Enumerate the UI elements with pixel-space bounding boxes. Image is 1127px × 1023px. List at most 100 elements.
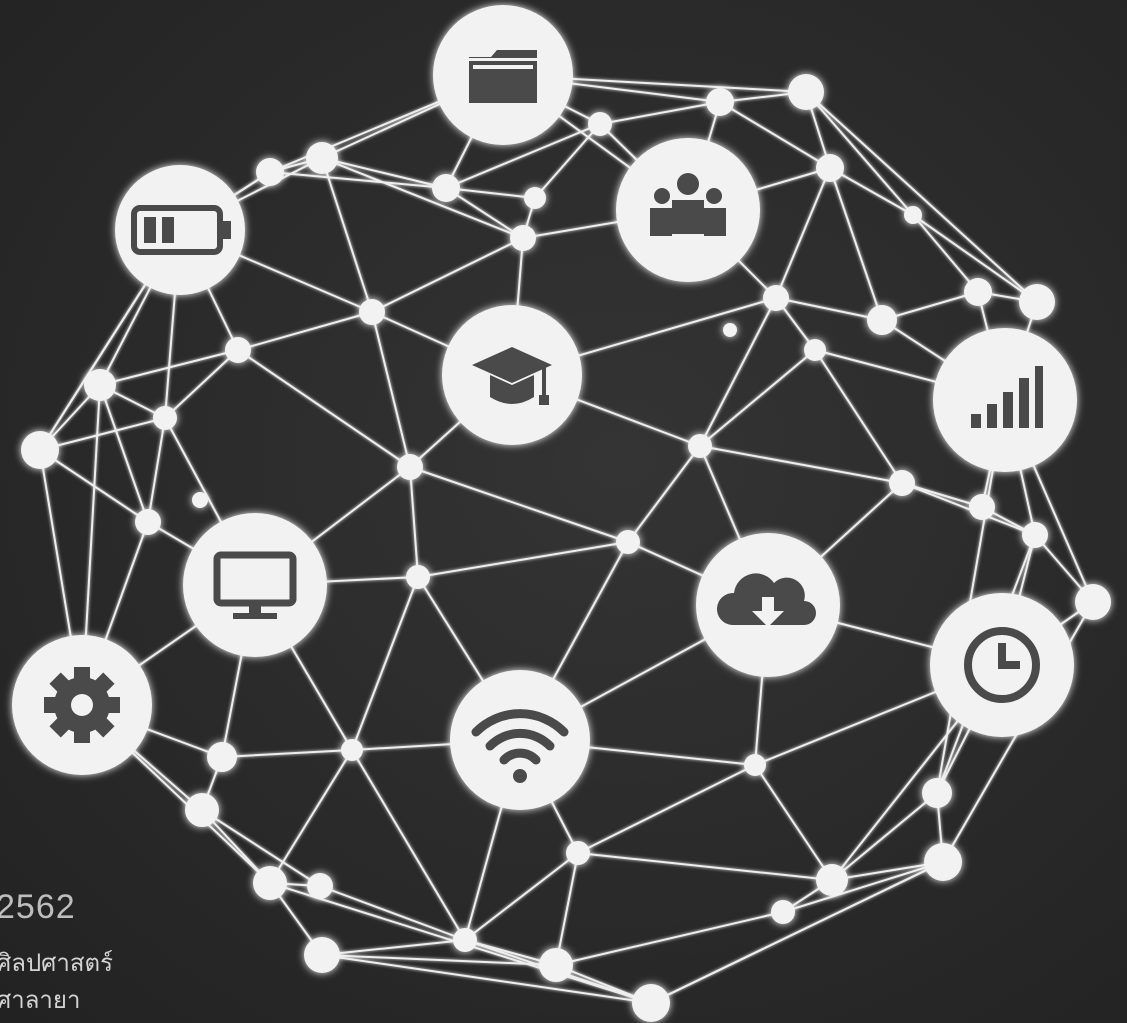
network-node	[510, 225, 536, 251]
network-edge	[699, 297, 777, 447]
network-edge	[534, 123, 601, 199]
network-icon-nodes	[12, 5, 1077, 810]
network-edge	[805, 91, 1038, 303]
network-edge	[829, 167, 883, 321]
network-node	[153, 406, 177, 430]
network-edge	[805, 91, 914, 216]
network-node	[225, 337, 251, 363]
battery-node	[115, 165, 245, 295]
network-node	[406, 565, 430, 589]
network-edge	[417, 541, 629, 578]
network-node	[432, 174, 460, 202]
network-edge	[99, 384, 149, 523]
network-node	[1075, 584, 1111, 620]
network-node	[359, 299, 385, 325]
network-edge	[221, 749, 353, 758]
network-edge	[912, 214, 979, 293]
network-edge	[409, 466, 629, 543]
network-edge	[99, 349, 239, 386]
network-node	[84, 369, 116, 401]
caption-year: 2562	[0, 888, 76, 926]
network-node	[135, 509, 161, 535]
network-node	[616, 530, 640, 554]
network-edge	[650, 861, 944, 1004]
network-node	[816, 154, 844, 182]
network-edge	[627, 445, 701, 543]
network-node	[524, 187, 546, 209]
network-node	[969, 494, 995, 520]
network-node	[304, 937, 340, 973]
network-node	[588, 112, 612, 136]
network-node	[763, 285, 789, 311]
network-node	[307, 873, 333, 899]
network-node	[788, 74, 824, 110]
network-edge	[269, 749, 353, 884]
network-node	[706, 88, 734, 116]
icon-node-circle	[183, 513, 327, 657]
network-node	[566, 841, 590, 865]
network-edge	[237, 311, 373, 351]
signal-bars-node	[933, 328, 1077, 472]
clock-node	[930, 593, 1074, 737]
network-edge	[881, 291, 979, 321]
network-node	[341, 739, 363, 761]
network-edge	[321, 157, 524, 239]
folder-node	[433, 5, 573, 145]
network-node	[723, 323, 737, 337]
network-edge	[775, 297, 883, 321]
network-node	[744, 754, 766, 776]
network-edge	[699, 349, 816, 447]
network-node	[256, 158, 284, 186]
gear-icon	[44, 667, 120, 743]
network-edge	[912, 214, 1038, 303]
network-edge	[39, 417, 166, 451]
network-edge	[409, 466, 419, 578]
wifi-node	[450, 670, 590, 810]
network-edge	[464, 852, 579, 941]
network-edge	[319, 885, 466, 941]
folder-icon	[469, 50, 537, 103]
network-edge	[719, 101, 831, 169]
network-edge	[599, 101, 721, 125]
network-edge	[237, 349, 411, 468]
network-node	[922, 778, 952, 808]
wifi-icon	[471, 709, 569, 783]
clock-icon	[964, 627, 1040, 703]
cloud-download-node	[696, 533, 840, 677]
network-node	[253, 866, 287, 900]
cloud-download-icon	[716, 573, 816, 627]
network-node	[207, 742, 237, 772]
icon-node-circle	[115, 165, 245, 295]
network-node	[453, 928, 477, 952]
network-edge	[577, 852, 833, 881]
network-edge	[321, 157, 447, 189]
network-edge	[371, 311, 411, 468]
caption-faculty: ศิลปศาสตร์	[0, 950, 114, 977]
network-node	[632, 984, 670, 1022]
network-edge	[201, 809, 321, 887]
network-edge	[814, 349, 903, 484]
network-edge	[321, 954, 557, 966]
network-edge	[577, 764, 756, 854]
network-node	[688, 434, 712, 458]
network-node	[867, 305, 897, 335]
network-edge	[371, 237, 524, 313]
network-node	[889, 470, 915, 496]
network-node	[185, 793, 219, 827]
network-node	[539, 948, 573, 982]
network-edge	[351, 749, 466, 941]
network-node	[1019, 284, 1055, 320]
network-edge	[445, 123, 601, 189]
network-node	[924, 843, 962, 881]
network-edge	[831, 792, 938, 881]
gear-node	[12, 635, 152, 775]
network-node	[771, 900, 795, 924]
network-edge	[445, 187, 524, 239]
network-edge	[269, 171, 447, 189]
network-edge	[775, 167, 831, 299]
network-node	[964, 278, 992, 306]
network-node	[804, 339, 826, 361]
monitor-icon	[213, 551, 297, 619]
